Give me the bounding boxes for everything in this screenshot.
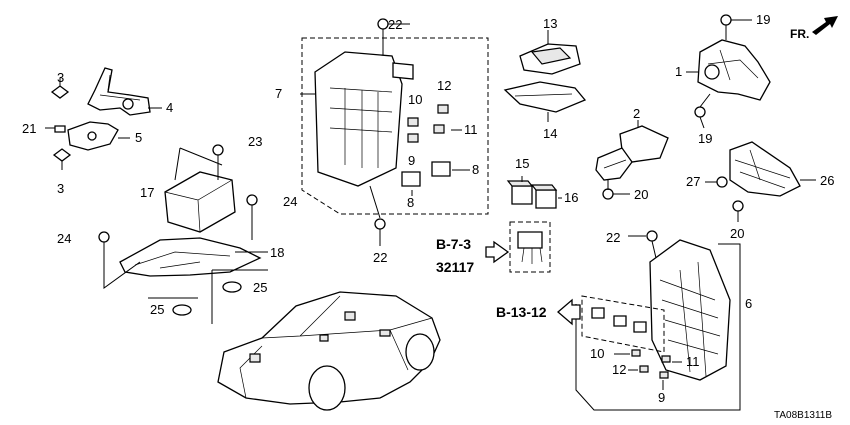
callout-27: 27 [686, 174, 700, 189]
callout-20-top: 20 [634, 187, 648, 202]
reference-32117: 32117 [436, 259, 474, 275]
callout-11-bottom: 11 [686, 354, 700, 369]
callout-15: 15 [515, 156, 529, 171]
callout-1: 1 [675, 64, 682, 79]
callout-10-bottom: 10 [590, 346, 604, 361]
fuse-box-7-assembly [300, 18, 489, 246]
harness-bracket-assembly [45, 67, 162, 170]
callout-13: 13 [543, 16, 557, 31]
callout-25-left: 25 [150, 302, 164, 317]
callout-8-right: 8 [472, 162, 479, 177]
callout-25-right: 25 [253, 280, 267, 295]
callout-24-right: 24 [283, 194, 297, 209]
callout-7: 7 [275, 86, 282, 101]
front-label: FR. [790, 27, 809, 41]
reference-arrow-b13-icon [557, 298, 581, 326]
front-direction-indicator: FR. [790, 16, 838, 41]
callout-10-top: 10 [408, 92, 422, 107]
callout-12-bottom: 12 [612, 362, 626, 377]
connector-b7-assembly [485, 221, 551, 273]
front-arrow-icon [812, 16, 838, 35]
callout-19-top: 19 [756, 12, 770, 27]
callout-18: 18 [270, 245, 284, 260]
relay-assembly [506, 176, 562, 209]
reference-b7-3: B-7-3 [436, 236, 471, 252]
callout-3-top: 3 [57, 70, 64, 85]
module-26-assembly [705, 141, 816, 222]
callout-8-bottom: 8 [407, 195, 414, 210]
callout-21: 21 [22, 121, 36, 136]
cover-assembly [503, 30, 587, 122]
callout-17: 17 [140, 185, 154, 200]
callout-22-top: 22 [388, 17, 402, 32]
callout-22-middle: 22 [373, 250, 387, 265]
vehicle-outline [217, 291, 441, 411]
part-2-assembly [595, 120, 669, 200]
callout-19-bottom: 19 [698, 131, 712, 146]
callout-12-top: 12 [437, 78, 451, 93]
control-unit-assembly [98, 144, 268, 324]
callout-16: 16 [564, 190, 578, 205]
fuse-box-6-assembly [557, 230, 741, 411]
reference-arrow-b7-icon [485, 240, 510, 264]
callout-14: 14 [543, 126, 557, 141]
callout-3-bottom: 3 [57, 181, 64, 196]
reference-b13-12: B-13-12 [496, 304, 547, 320]
callout-5: 5 [135, 130, 142, 145]
callout-22-right: 22 [606, 230, 620, 245]
callout-6: 6 [745, 296, 752, 311]
callout-23: 23 [248, 134, 262, 149]
callout-2: 2 [633, 106, 640, 121]
callout-20-bottom: 20 [730, 226, 744, 241]
callout-9-bottom: 9 [658, 390, 665, 405]
right-bracket-assembly [686, 14, 771, 129]
callout-11-top: 11 [464, 122, 478, 137]
callout-4: 4 [166, 100, 173, 115]
callout-9-top: 9 [408, 153, 415, 168]
callout-24-left: 24 [57, 231, 71, 246]
figure-code: TA08B1311B [774, 410, 832, 421]
callout-26: 26 [820, 173, 834, 188]
